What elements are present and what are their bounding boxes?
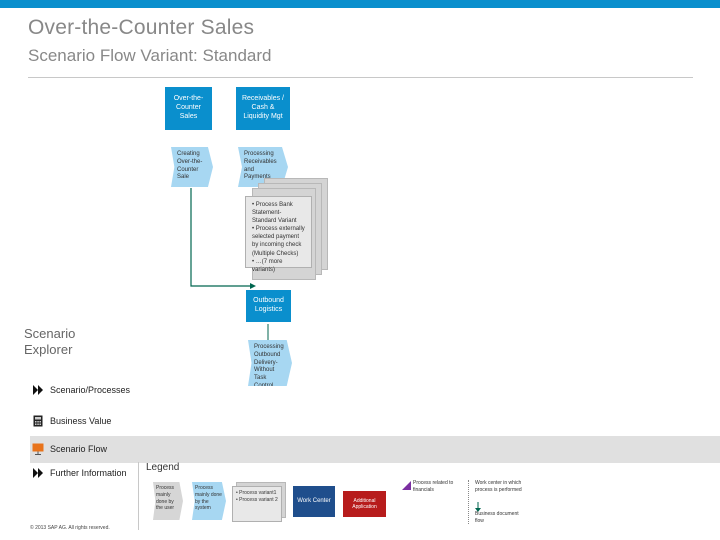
header-divider <box>28 77 693 78</box>
lane-header-receivables[interactable]: Receivables / Cash & Liquidity Mgt <box>236 87 290 130</box>
legend-label: Additional Application <box>352 497 377 510</box>
legend-divider <box>138 462 139 530</box>
step-label: Processing Receivables and Payments <box>244 151 277 181</box>
lane-header-outbound-logistics[interactable]: Outbound Logistics <box>246 290 291 322</box>
lane-header-label: Over-the-Counter Sales <box>173 95 204 120</box>
scenario-explorer-title: Scenario Explorer <box>24 326 75 359</box>
step-label: Creating Over-the-Counter Sale <box>177 151 203 181</box>
legend-work-center-note: Work center in which process is performe… <box>475 480 522 493</box>
nav-label: Further Information <box>50 468 127 478</box>
legend-step-user: Process mainly done by the user <box>153 482 183 520</box>
legend-additional-application: Additional Application <box>343 491 386 517</box>
legend-variant-item: • Process variant 2 <box>236 496 278 503</box>
legend-label: Work Center <box>297 497 331 504</box>
lane-header-label: Outbound Logistics <box>253 297 284 313</box>
variant-item[interactable]: • Process Bank Statement-Standard Varian… <box>252 202 297 225</box>
financial-marker-icon <box>402 481 411 490</box>
presentation-board-icon <box>32 443 44 455</box>
legend-business-flow: Business document flow <box>475 511 519 524</box>
double-chevron-right-icon <box>33 468 43 478</box>
legend-step-system: Process mainly done by the system <box>192 482 226 520</box>
lane-header-label: Receivables / Cash & Liquidity Mgt <box>241 95 285 120</box>
legend-title: Legend <box>146 462 180 473</box>
double-chevron-right-icon <box>33 385 43 395</box>
variant-item[interactable]: • Process externally selected payment by… <box>252 226 305 257</box>
legend-variant-list: • Process variant1 • Process variant 2 <box>232 486 282 522</box>
legend-process-related: Process related to financials <box>413 480 454 493</box>
variant-item[interactable]: • …(7 more variants) <box>252 258 283 273</box>
connector-create-to-outbound <box>190 188 250 287</box>
connector-arrowhead <box>250 283 256 289</box>
page-title: Over-the-Counter Sales <box>28 16 255 39</box>
legend-work-center: Work Center <box>293 486 335 517</box>
nav-label: Business Value <box>50 416 112 426</box>
nav-business-value[interactable]: Business Value <box>32 413 111 429</box>
nav-further-information[interactable]: Further Information <box>32 465 127 481</box>
legend-label: Process mainly done by the user <box>156 485 175 512</box>
step-create-otc-sale[interactable]: Creating Over-the-Counter Sale <box>171 147 213 187</box>
legend-dotted-separator <box>468 480 469 524</box>
legend-variant-item: • Process variant1 <box>236 490 277 496</box>
nav-active-highlight <box>30 436 720 463</box>
page-subtitle: Scenario Flow Variant: Standard <box>28 46 272 65</box>
step-label: Processing Outbound Delivery-Without Tas… <box>254 344 284 389</box>
legend-label: Process mainly done by the system <box>195 485 222 512</box>
nav-scenario-processes[interactable]: Scenario/Processes <box>32 382 130 398</box>
variant-list: • Process Bank Statement-Standard Varian… <box>252 201 305 274</box>
variant-list-panel[interactable]: • Process Bank Statement-Standard Varian… <box>245 196 312 273</box>
nav-label: Scenario/Processes <box>50 385 131 395</box>
explorer-title-line: Scenario <box>24 326 76 341</box>
nav-scenario-flow[interactable]: Scenario Flow <box>32 441 107 457</box>
arrow-down-icon <box>475 502 481 512</box>
lane-header-otc-sales[interactable]: Over-the-Counter Sales <box>165 87 212 130</box>
calculator-icon <box>33 415 43 427</box>
nav-label: Scenario Flow <box>50 444 108 454</box>
copyright-notice: © 2013 SAP AG. All rights reserved. <box>30 525 110 531</box>
top-accent-bar <box>0 0 720 8</box>
explorer-title-line: Explorer <box>24 342 73 358</box>
step-processing-outbound-delivery[interactable]: Processing Outbound Delivery-Without Tas… <box>248 340 292 386</box>
